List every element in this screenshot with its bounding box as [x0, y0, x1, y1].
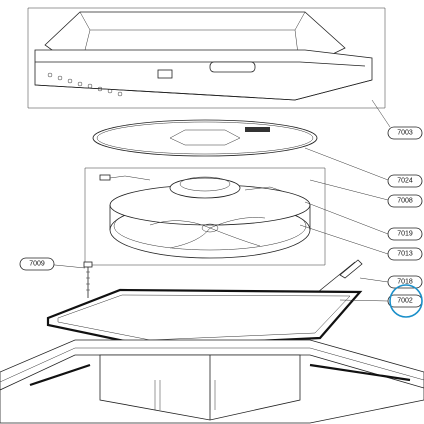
part-label-text-7013: 7013	[397, 251, 413, 258]
dome-cover-assembly	[27, 7, 386, 109]
part-label-7008: 7008	[387, 194, 423, 208]
insect-screen-disc	[92, 119, 318, 157]
part-label-7009: 7009	[19, 257, 55, 271]
fan-assembly	[84, 167, 326, 266]
part-label-text-7002: 7002	[397, 298, 413, 305]
part-label-text-7018: 7018	[397, 279, 413, 286]
part-label-7013: 7013	[387, 247, 423, 261]
highlight-circle	[389, 284, 423, 318]
part-label-7018: 7018	[387, 275, 423, 289]
part-label-7019: 7019	[387, 227, 423, 241]
part-label-text-7003: 7003	[397, 130, 413, 137]
part-label-text-7024: 7024	[397, 178, 413, 185]
part-label-text-7008: 7008	[397, 198, 413, 205]
crank-handle-7018	[317, 259, 363, 293]
part-label-text-7019: 7019	[397, 231, 413, 238]
roof-base-frame	[0, 339, 424, 424]
part-label-7003: 7003	[387, 126, 423, 140]
part-label-text-7009: 7009	[29, 261, 45, 268]
part-label-7024: 7024	[387, 174, 423, 188]
leader-lines	[44, 99, 391, 302]
gasket-seal-7002	[46, 288, 363, 348]
part-label-7002[interactable]: 7002	[387, 284, 423, 318]
screw-7009	[83, 261, 93, 298]
